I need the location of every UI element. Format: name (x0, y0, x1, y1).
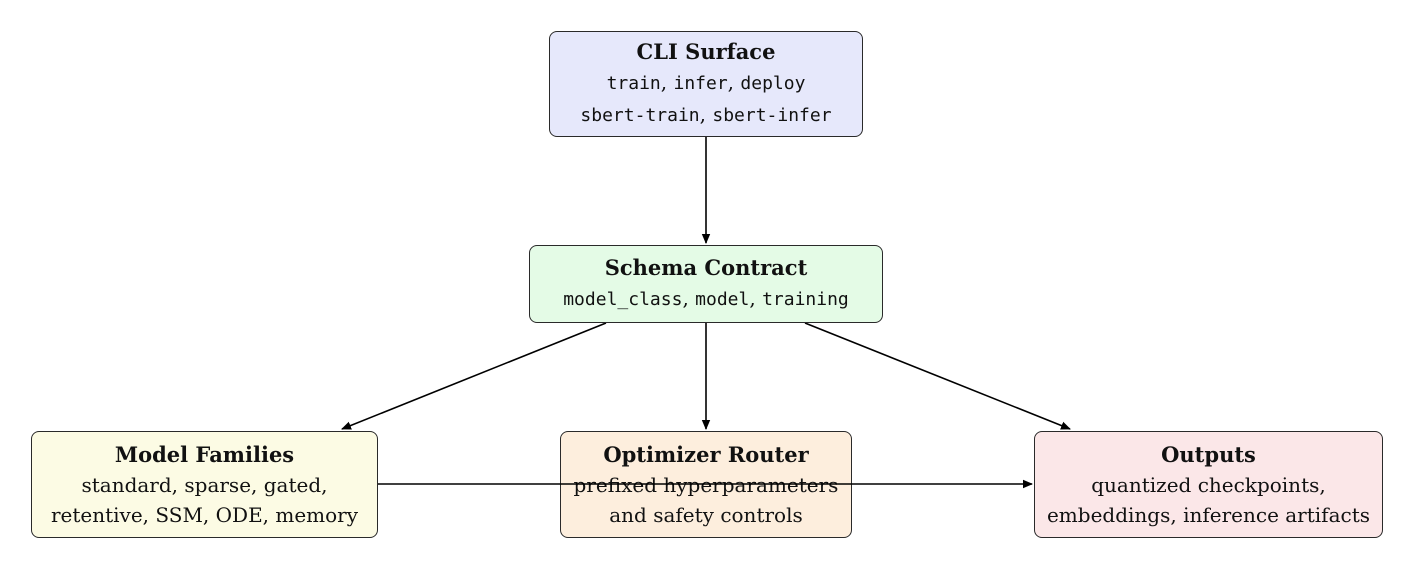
cli-surface-title: CLI Surface (636, 39, 776, 64)
separator-text: , (660, 70, 674, 94)
outputs-line-1: quantized checkpoints, (1091, 472, 1326, 497)
code-token: training (762, 289, 849, 310)
separator-text: , (727, 70, 741, 94)
schema-contract-node: Schema Contract model_class, model, trai… (529, 245, 883, 323)
model-families-line-1: standard, sparse, gated, (81, 472, 328, 497)
cli-surface-node: CLI Surface train, infer, deploy sbert-t… (549, 31, 863, 137)
code-token: sbert-infer (712, 105, 832, 126)
separator-text: , (749, 286, 763, 310)
model-families-line-2: retentive, SSM, ODE, memory (50, 502, 359, 527)
code-token: train (606, 73, 661, 94)
cli-surface-commands: train, infer, deploy (607, 67, 806, 99)
edge-schema-to-families (341, 322, 607, 430)
code-token: infer (673, 73, 728, 94)
outputs-title: Outputs (1161, 441, 1256, 467)
code-token: model (695, 289, 750, 310)
code-token: model_class (563, 289, 683, 310)
cli-surface-sbert-commands: sbert-train, sbert-infer (580, 99, 831, 131)
code-token: sbert-train (580, 105, 700, 126)
outputs-line-2: embeddings, inference artifacts (1046, 502, 1371, 527)
optimizer-router-line-1: prefixed hyperparameters (573, 472, 839, 497)
optimizer-router-title: Optimizer Router (603, 441, 809, 467)
schema-contract-title: Schema Contract (604, 255, 808, 280)
separator-text: , (699, 102, 713, 126)
model-families-node: Model Families standard, sparse, gated, … (31, 431, 378, 538)
edge-schema-to-outputs (804, 322, 1071, 430)
code-token: deploy (740, 73, 806, 94)
model-families-title: Model Families (114, 441, 295, 467)
outputs-node: Outputs quantized checkpoints, embedding… (1034, 431, 1383, 538)
optimizer-router-line-2: and safety controls (609, 502, 803, 527)
optimizer-router-node: Optimizer Router prefixed hyperparameter… (560, 431, 852, 538)
separator-text: , (682, 286, 696, 310)
schema-contract-fields: model_class, model, training (563, 283, 849, 315)
